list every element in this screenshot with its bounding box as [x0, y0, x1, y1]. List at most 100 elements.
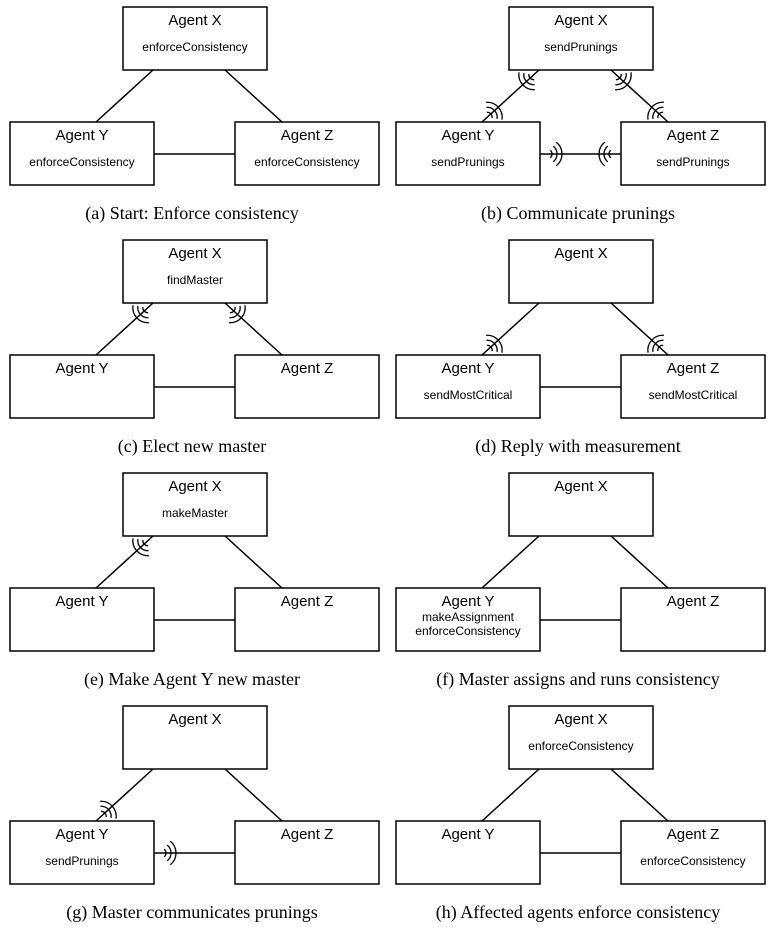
message-wave-arc: [137, 539, 149, 552]
message-wave-arc: [100, 800, 117, 819]
message-z-on-yz: [598, 141, 612, 167]
agent-name: Agent Z: [281, 593, 334, 610]
message-wave-arc: [615, 72, 632, 91]
agent-z-node: Agent Z: [234, 587, 380, 652]
edge-xy: [481, 535, 540, 589]
agent-z-node: Agent Z: [234, 820, 380, 885]
edge-xy: [481, 69, 540, 123]
agent-name: Agent Y: [55, 593, 108, 610]
message-wave-arc: [132, 305, 149, 324]
agent-box: [620, 820, 766, 885]
agent-name: Agent X: [554, 478, 607, 495]
caption-d: (d) Reply with measurement: [475, 436, 680, 457]
edge-xz: [610, 69, 669, 123]
message-wave-arc: [166, 844, 172, 862]
message-wave-arc: [598, 141, 606, 167]
agent-x-node: Agent X: [122, 705, 268, 770]
message-x-on-xy: [132, 305, 149, 324]
caption-c: (c) Elect new master: [118, 436, 266, 457]
agent-name: Agent X: [554, 12, 607, 29]
agent-x-node: Agent X findMaster: [122, 239, 268, 304]
agent-box: [620, 587, 766, 652]
agent-name: Agent X: [168, 478, 221, 495]
caption-b: (b) Communicate prunings: [481, 203, 675, 224]
caption-g: (g) Master communicates prunings: [66, 902, 317, 923]
edge-xz: [224, 535, 283, 589]
message-x-on-xz: [615, 72, 632, 91]
message-wave-arc: [229, 306, 241, 319]
agent-z-node: Agent Z: [234, 354, 380, 419]
edge-xy: [95, 768, 154, 822]
edge-xy: [481, 302, 540, 356]
agent-box: [395, 820, 541, 885]
message-wave-arc: [486, 344, 493, 352]
agent-box: [395, 587, 541, 652]
agent-action: enforceConsistency: [254, 155, 359, 169]
agent-box: [234, 354, 380, 419]
agent-action: sendPrunings: [544, 40, 617, 54]
message-wave-arc: [142, 539, 149, 547]
message-y-on-yz: [549, 141, 563, 167]
message-y-on-xy: [100, 800, 117, 819]
agent-box: [234, 121, 380, 186]
agent-name: Agent X: [554, 711, 607, 728]
agent-name: Agent Y: [441, 360, 494, 377]
agent-action: sendPrunings: [45, 854, 118, 868]
message-wave-arc: [486, 334, 503, 353]
agent-name: Agent Z: [281, 360, 334, 377]
message-z-on-xz: [647, 101, 664, 120]
message-wave-arc: [523, 73, 535, 86]
edge-xz: [224, 302, 283, 356]
agent-x-node: Agent X: [508, 239, 654, 304]
caption-h: (h) Affected agents enforce consistency: [436, 902, 721, 923]
message-wave-arc: [603, 145, 609, 163]
agent-y-node: Agent Y: [9, 587, 155, 652]
agent-box: [9, 587, 155, 652]
agent-action: sendMostCritical: [424, 388, 513, 402]
message-wave-arc: [486, 339, 498, 352]
agent-box: [122, 705, 268, 770]
message-wave-arc: [163, 848, 167, 858]
message-wave-arc: [615, 73, 627, 86]
message-wave-arc: [528, 73, 535, 81]
agent-name: Agent X: [168, 245, 221, 262]
message-y-on-xy: [486, 334, 503, 353]
message-wave-arc: [657, 344, 664, 352]
agent-box: [122, 239, 268, 304]
agent-box: [122, 472, 268, 537]
message-wave-arc: [229, 306, 236, 314]
agent-box: [395, 354, 541, 419]
agent-action: sendMostCritical: [649, 388, 738, 402]
agent-box: [9, 121, 155, 186]
agent-box: [620, 121, 766, 186]
agent-box: [122, 6, 268, 71]
agent-box: [620, 354, 766, 419]
agent-box: [508, 705, 654, 770]
agent-action: findMaster: [167, 273, 223, 287]
message-wave-arc: [132, 538, 149, 557]
message-wave-arc: [652, 339, 664, 352]
edge-xy: [481, 768, 540, 822]
agent-action: enforceConsistency: [142, 40, 247, 54]
agent-box: [9, 354, 155, 419]
agent-name: Agent X: [168, 12, 221, 29]
agent-box: [234, 587, 380, 652]
agent-box: [508, 472, 654, 537]
message-z-on-xz: [647, 334, 664, 353]
message-x-on-xy: [132, 538, 149, 557]
caption-f: (f) Master assigns and runs consistency: [436, 669, 719, 690]
edge-xz: [610, 302, 669, 356]
message-wave-arc: [652, 106, 664, 119]
